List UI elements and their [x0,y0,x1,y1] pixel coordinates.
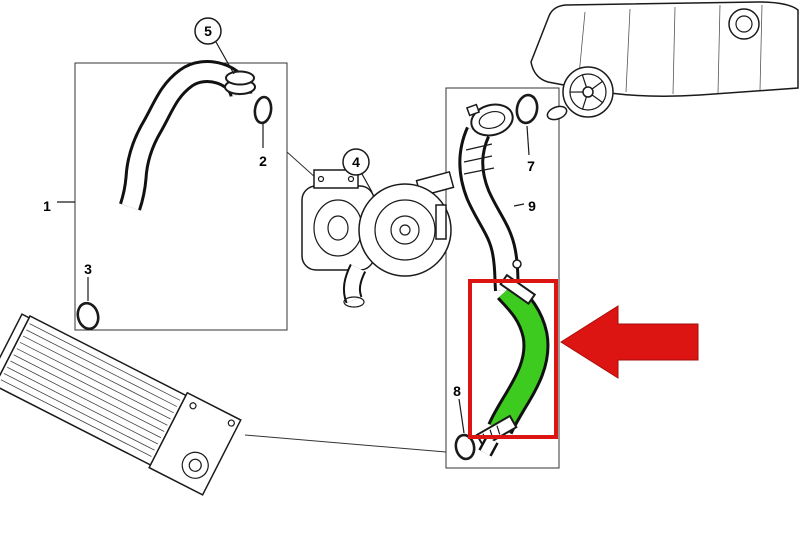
part-8-gasket [454,433,476,461]
callout-8-label: 8 [453,383,461,399]
leader-8 [458,398,465,434]
connector-line-box-to-turbo [286,151,317,179]
connector-line-intercooler-to-box [244,434,447,453]
green-hose-body [490,282,547,434]
right-assembly-box [445,87,560,469]
leader-9 [513,203,525,207]
part-5-hose-clamp [224,70,256,95]
pipe-bolt [512,259,522,269]
callout-7-label: 7 [527,158,535,174]
callout-5: 5 [194,17,222,45]
part-2-o-ring [253,95,273,125]
part-9-charge-pipe [458,103,522,292]
callout-3-label: 3 [84,261,92,277]
oil-cap-icon [728,8,760,40]
callout-4-label: 4 [352,154,360,170]
highlighted-green-hose [475,273,550,457]
leader-4 [361,173,373,193]
part-3-o-ring [76,301,100,331]
water-pump-impeller [546,66,614,121]
callout-2-label: 2 [259,153,267,169]
highlight-arrow [560,305,699,379]
callout-9-label: 9 [528,198,536,214]
leader-7 [526,125,530,156]
intercooler [0,313,242,496]
red-highlight-box [468,279,558,439]
callout-4: 4 [342,148,370,176]
leader-5 [215,41,235,75]
part-1-hose [119,60,253,211]
callout-5-label: 5 [204,23,212,39]
pipe-top-clamp [465,103,514,137]
callout-1-label: 1 [43,198,51,214]
part-7-gasket [515,93,539,125]
part-4-turbocharger [301,169,455,308]
left-assembly-box [74,62,288,331]
